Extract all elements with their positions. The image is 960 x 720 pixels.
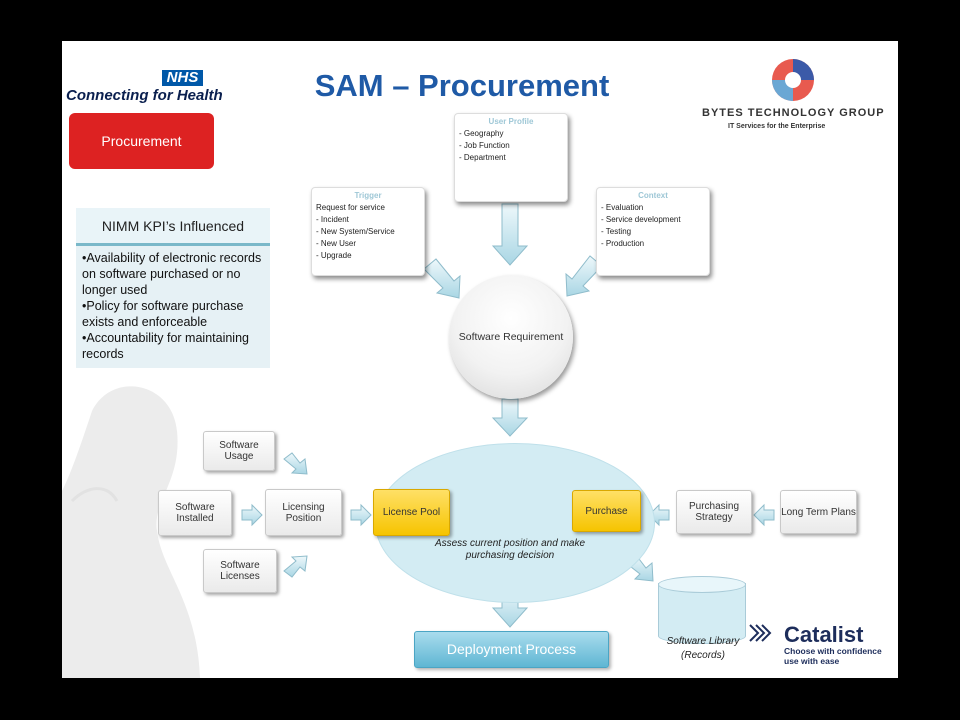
assess-label: Assess current position and make purchas…: [434, 538, 586, 561]
software-requirement-node: Software Requirement: [449, 275, 573, 399]
flow-arrows: [241, 203, 775, 642]
software-library-label: Software Library (Records): [666, 636, 740, 661]
catalist-chevron-icon: [749, 624, 772, 642]
trigger-line: - New User: [316, 239, 357, 248]
long-term-plans-node: Long Term Plans: [780, 490, 857, 534]
catalist-logo-text: Catalist: [784, 622, 864, 647]
user-profile-line: - Department: [459, 153, 506, 162]
nhs-logo: NHS: [162, 70, 203, 86]
procurement-button[interactable]: Procurement: [69, 113, 214, 169]
trigger-line: - Upgrade: [316, 251, 352, 260]
license-pool-node: License Pool: [373, 489, 450, 536]
trigger-heading: Trigger: [354, 191, 382, 200]
kpi-list: Availability of electronic records on so…: [82, 250, 268, 362]
user-profile-heading: User Profile: [488, 117, 534, 126]
arrow-down-icon: [491, 398, 529, 437]
bytes-logo-text: BYTES TECHNOLOGY GROUP: [702, 107, 885, 119]
purchasing-strategy-node: Purchasing Strategy: [676, 490, 752, 534]
trigger-box: Trigger Request for service - Incident -…: [311, 187, 425, 276]
kpi-item: Availability of electronic records on so…: [82, 250, 268, 298]
arrow-diagonal-icon: [423, 258, 461, 299]
kpi-item: Policy for software purchase exists and …: [82, 298, 268, 330]
catalist-tagline: Choose with confidence use with ease: [784, 646, 882, 666]
arrow-left-icon: [753, 503, 775, 527]
kpi-item: Accountability for maintaining records: [82, 330, 268, 362]
background-figure-shape: [62, 386, 200, 678]
trigger-line: - Incident: [316, 215, 349, 224]
context-line: - Production: [601, 239, 645, 248]
context-line: - Testing: [601, 227, 632, 236]
user-profile-line: - Geography: [459, 129, 504, 138]
bytes-logo-subtitle: IT Services for the Enterprise: [728, 123, 826, 130]
arrow-right-icon: [350, 503, 372, 527]
arrow-down-icon: [491, 203, 529, 266]
user-profile-line: - Job Function: [459, 141, 510, 150]
user-profile-box: User Profile - Geography - Job Function …: [454, 113, 568, 202]
slide: NHS Connecting for Health SAM – Procurem…: [62, 41, 898, 678]
licensing-position-node: Licensing Position: [265, 489, 342, 536]
trigger-line: Request for service: [316, 203, 385, 212]
software-library-cylinder: [658, 583, 746, 644]
trigger-line: - New System/Service: [316, 227, 395, 236]
software-library-cylinder-top: [658, 576, 746, 593]
bytes-logo-icon: [772, 59, 814, 101]
arrow-diagonal-icon: [283, 555, 308, 578]
arrow-diagonal-icon: [283, 452, 308, 475]
catalist-tagline-line: Choose with confidence: [784, 646, 882, 656]
context-line: - Service development: [601, 215, 681, 224]
context-box: Context - Evaluation - Service developme…: [596, 187, 710, 276]
kpi-heading: NIMM KPI’s Influenced: [76, 208, 270, 246]
page-title: SAM – Procurement: [314, 68, 610, 103]
arrow-diagonal-icon: [565, 255, 603, 297]
deployment-process-button[interactable]: Deployment Process: [414, 631, 609, 668]
arrow-right-icon: [241, 503, 263, 527]
software-licenses-node: Software Licenses: [203, 549, 277, 593]
software-installed-node: Software Installed: [158, 490, 232, 536]
context-line: - Evaluation: [601, 203, 644, 212]
nhs-logo-text: Connecting for Health: [66, 87, 223, 104]
software-usage-node: Software Usage: [203, 431, 275, 471]
purchase-node: Purchase: [572, 490, 641, 532]
context-heading: Context: [638, 191, 668, 200]
catalist-tagline-line: use with ease: [784, 656, 840, 666]
